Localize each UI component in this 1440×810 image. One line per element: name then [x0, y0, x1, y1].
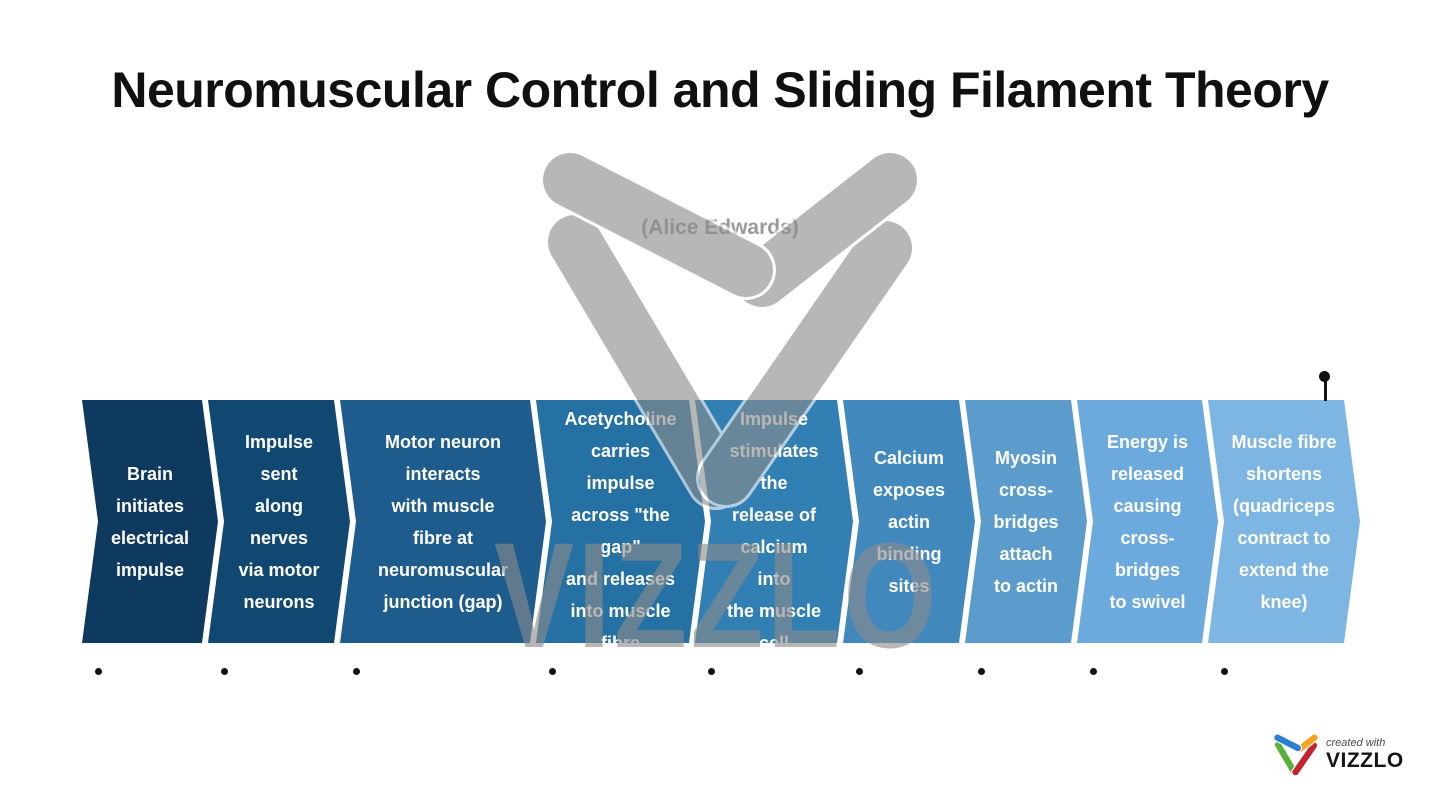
process-step-label: Motor neuron interacts with muscle fibre…: [377, 431, 509, 612]
process-step-label: Energy is released causing cross- bridge…: [1106, 431, 1189, 612]
timeline-dot: [856, 668, 863, 675]
process-step-label: Muscle fibre shortens (quadriceps contra…: [1231, 431, 1337, 612]
vizzlo-branding-link[interactable]: created with VIZZLO: [1274, 734, 1404, 776]
process-step-label: Calcium exposes actin binding sites: [872, 447, 946, 596]
process-step-label: Myosin cross- bridges attach to actin: [993, 447, 1059, 596]
timeline-dot: [95, 668, 102, 675]
timeline-dot: [1090, 668, 1097, 675]
process-step[interactable]: Impulse stimulates the release of calciu…: [695, 400, 853, 643]
brand-tagline: created with: [1326, 737, 1386, 749]
chart-title: Neuromuscular Control and Sliding Filame…: [111, 62, 1329, 118]
process-step-label: Impulse stimulates the release of calciu…: [726, 409, 822, 653]
process-step-label: Impulse sent along nerves via motor neur…: [238, 431, 320, 612]
process-step-label: Acetycholine carries impulse across "the…: [564, 409, 677, 653]
milestone-pin-stem: [1324, 380, 1327, 401]
timeline-dot: [1221, 668, 1228, 675]
process-band: Brain initiates electrical impulse Impuls…: [0, 400, 1440, 675]
timeline-dot: [549, 668, 556, 675]
process-step[interactable]: Myosin cross- bridges attach to actin: [965, 400, 1087, 643]
chart-subtitle: (Alice Edwards): [641, 216, 799, 239]
milestone-pin: [1319, 371, 1330, 382]
process-step[interactable]: Acetycholine carries impulse across "the…: [536, 400, 705, 643]
process-step[interactable]: Impulse sent along nerves via motor neur…: [208, 400, 350, 643]
vizzlo-logo-icon: [1274, 734, 1318, 776]
brand-name: VIZZLO: [1326, 749, 1404, 772]
process-step-label: Brain initiates electrical impulse: [110, 463, 190, 580]
process-step[interactable]: Motor neuron interacts with muscle fibre…: [340, 400, 546, 643]
timeline-dot: [221, 668, 228, 675]
process-step[interactable]: Brain initiates electrical impulse: [82, 400, 218, 643]
process-step[interactable]: Calcium exposes actin binding sites: [843, 400, 975, 643]
timeline-dot: [978, 668, 985, 675]
process-step[interactable]: Energy is released causing cross- bridge…: [1077, 400, 1218, 643]
vizzlo-branding-text: created with VIZZLO: [1326, 737, 1404, 773]
timeline-dot: [708, 668, 715, 675]
process-step[interactable]: Muscle fibre shortens (quadriceps contra…: [1208, 400, 1360, 643]
timeline-dot: [353, 668, 360, 675]
